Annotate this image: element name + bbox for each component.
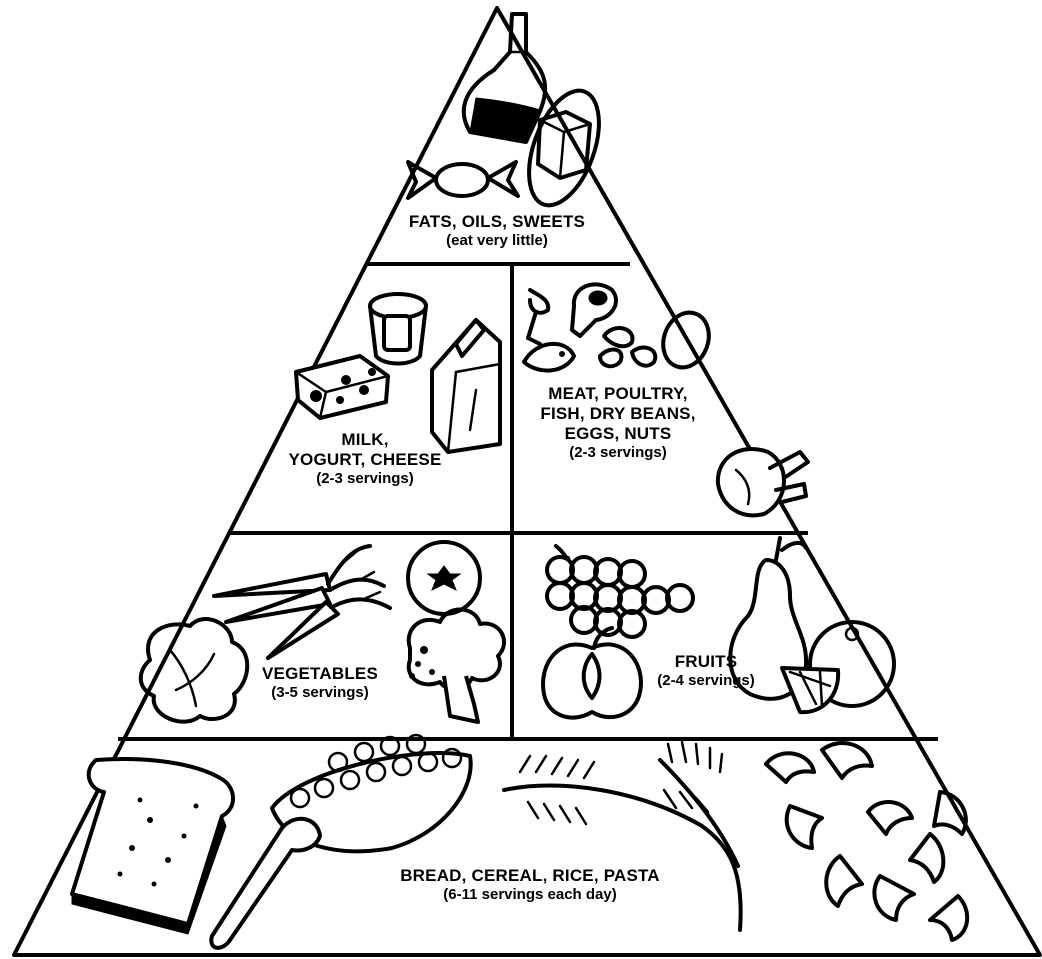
protein-label: MEAT, POULTRY, FISH, DRY BEANS, EGGS, NU… [540,384,695,462]
oil-bottle-icon [464,14,545,142]
fats-oils-sweets-serving: (eat very little) [409,232,585,250]
carrots-icon [214,546,390,658]
wrapped-candy-icon [408,162,518,198]
beans-icon [600,328,655,366]
vegetables-label: VEGETABLES (3-5 servings) [262,664,378,702]
grains-label: BREAD, CEREAL, RICE, PASTA (6-11 serving… [400,866,660,904]
fruits-serving: (2-4 servings) [657,672,755,690]
protein-name-line3: EGGS, NUTS [540,424,695,444]
protein-serving: (2-3 servings) [540,444,695,462]
vegetables-name: VEGETABLES [262,664,378,684]
grapes-icon [547,546,693,637]
fruits-name: FRUITS [657,652,755,672]
butter-dish-icon [515,81,612,214]
protein-name-line1: MEAT, POULTRY, [540,384,695,404]
dairy-serving: (2-3 servings) [289,470,442,488]
vegetables-serving: (3-5 servings) [262,684,378,702]
cheese-wedge-icon [296,356,388,418]
steak-icon [572,284,616,336]
fruits-label: FRUITS (2-4 servings) [657,652,755,690]
broccoli-icon [409,609,504,722]
apple-icon [543,628,641,718]
milk-carton-icon [432,320,500,452]
bread-slice-icon [72,759,233,934]
dairy-label: MILK, YOGURT, CHEESE (2-3 servings) [289,430,442,488]
dairy-name-line1: MILK, [289,430,442,450]
grains-name: BREAD, CEREAL, RICE, PASTA [400,866,660,886]
fats-oils-sweets-label: FATS, OILS, SWEETS (eat very little) [409,212,585,250]
roast-chicken-icon [718,449,808,515]
dairy-name-line2: YOGURT, CHEESE [289,450,442,470]
yogurt-cup-icon [370,294,426,364]
fish-icon [524,290,574,371]
fats-oils-sweets-name: FATS, OILS, SWEETS [409,212,585,232]
lettuce-icon [141,619,248,722]
tomato-icon [408,542,480,614]
cereal-bowl-icon [211,735,470,948]
grains-serving: (6-11 servings each day) [400,886,660,904]
protein-name-line2: FISH, DRY BEANS, [540,404,695,424]
